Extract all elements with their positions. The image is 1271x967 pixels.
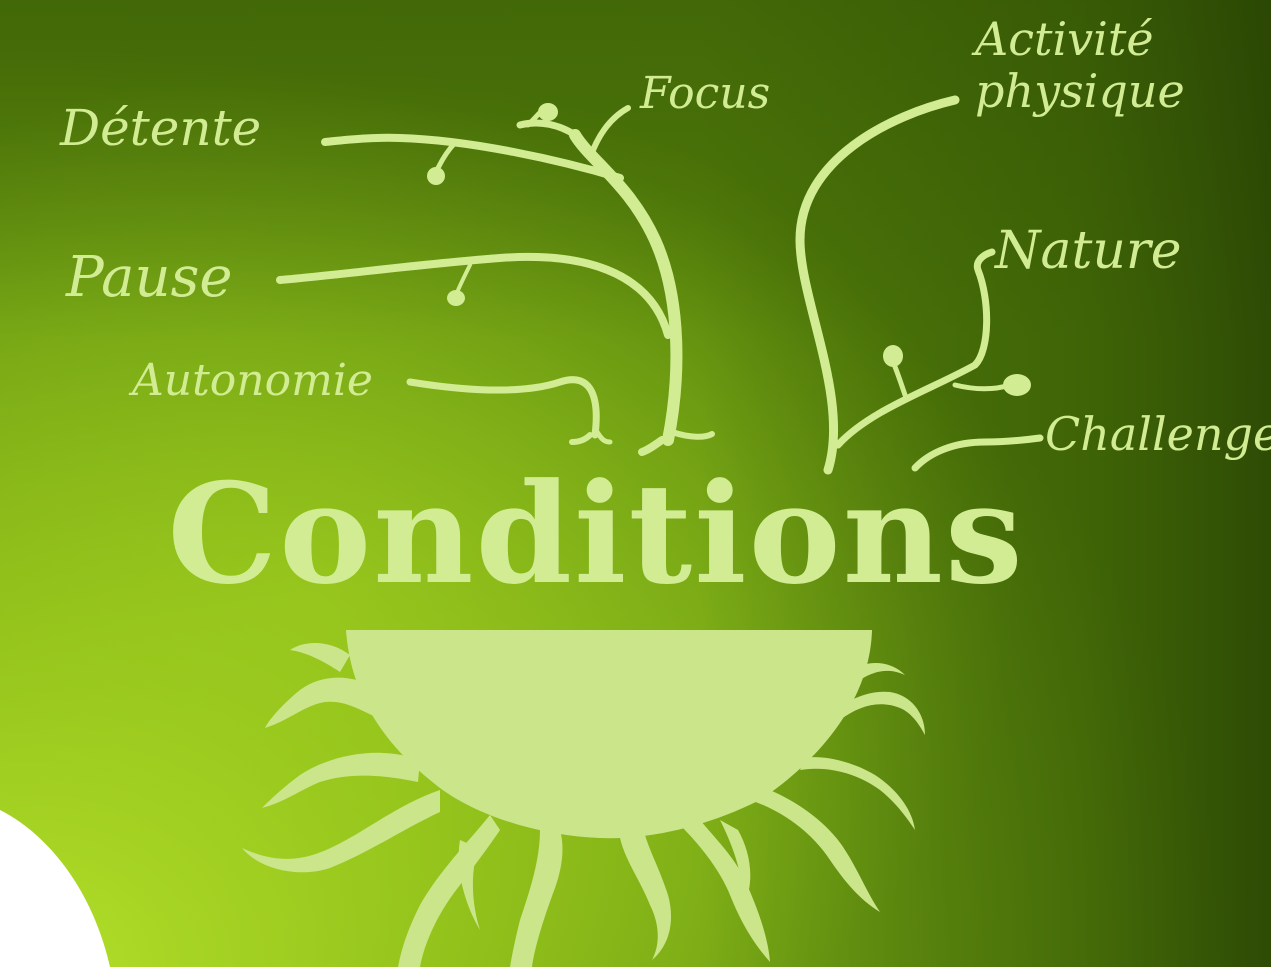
- label-detente: Détente: [59, 99, 261, 157]
- label-challenge: Challenge: [1045, 407, 1271, 461]
- label-nature: Nature: [993, 221, 1182, 281]
- label-physique: physique: [975, 64, 1185, 118]
- label-autonomie: Autonomie: [128, 355, 373, 406]
- label-pause: Pause: [65, 245, 233, 310]
- label-focus: Focus: [639, 68, 770, 119]
- label-activite: Activité: [971, 12, 1154, 66]
- title-conditions: Conditions: [167, 452, 1024, 615]
